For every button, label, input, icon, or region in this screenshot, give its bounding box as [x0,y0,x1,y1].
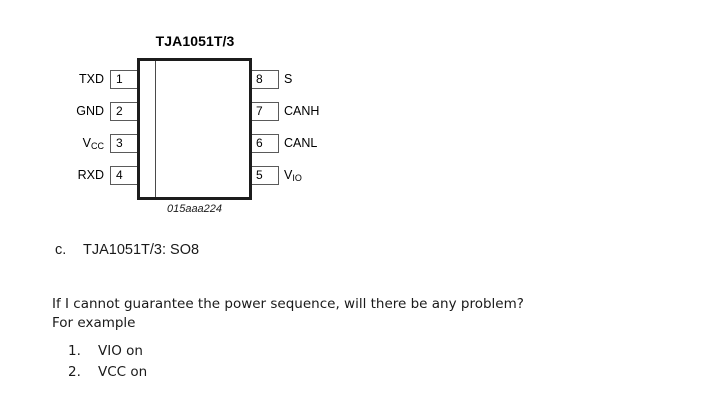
pin-label-s: S [284,70,292,89]
chip-part-number-title: TJA1051T/3 [155,33,235,49]
power-sequence-list: 1. VIO on 2. VCC on [68,341,368,383]
figure-caption: c. TJA1051T/3: SO8 [55,242,199,258]
pin-label-vio-subscript: IO [292,173,302,183]
pin-label-canl: CANL [284,134,317,153]
pin-label-vcc-subscript: CC [91,141,104,151]
pin-label-txd: TXD [30,70,104,89]
pinning-diagram: TJA1051T/3 1 2 3 4 TXD GND VCC RXD 8 7 6… [0,0,400,225]
pin-label-txd-text: TXD [79,72,104,86]
pin-box-6: 6 [250,134,279,153]
pin-label-rxd: RXD [30,166,104,185]
pin-label-vio: VIO [284,166,302,186]
caption-marker: c. [55,242,67,258]
list-item-number: 2. [68,364,81,380]
question-paragraph: If I cannot guarantee the power sequence… [52,295,672,333]
list-item: 1. VIO on [68,341,368,362]
pin-box-2: 2 [110,102,139,121]
list-item-text: VIO on [98,343,143,359]
list-item-text: VCC on [98,364,148,380]
pin-label-gnd-text: GND [76,104,104,118]
pin-box-1: 1 [110,70,139,89]
pin-box-4: 4 [110,166,139,185]
pin-label-s-text: S [284,72,293,86]
pin-box-5: 5 [250,166,279,185]
question-line-1: If I cannot guarantee the power sequence… [52,296,524,312]
pin-label-canh: CANH [284,102,319,121]
list-item-number: 1. [68,343,81,359]
pin-label-canl-text: CANL [284,136,318,150]
pin-box-7: 7 [250,102,279,121]
pin1-marker-line [155,61,156,197]
diagram-reference-code: 015aaa224 [166,203,223,215]
chip-body [137,58,252,200]
pin-label-rxd-text: RXD [77,168,104,182]
pin-label-vcc: VCC [30,134,104,154]
question-line-2: For example [52,315,136,331]
pin-label-vio-text: V [284,168,293,182]
pin-box-8: 8 [250,70,279,89]
caption-text: TJA1051T/3: SO8 [83,242,200,258]
list-item: 2. VCC on [68,362,368,383]
pin-label-gnd: GND [30,102,104,121]
pin-label-canh-text: CANH [284,104,320,118]
pin-box-3: 3 [110,134,139,153]
pin-label-vcc-text: V [82,136,91,150]
